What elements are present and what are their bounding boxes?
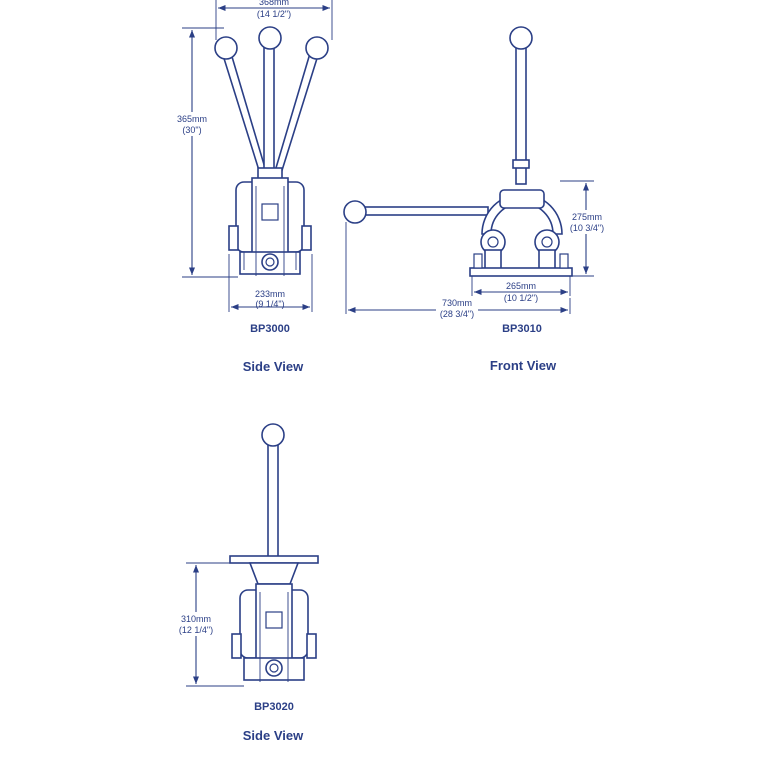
bp3010-pump-body xyxy=(469,189,573,277)
bp3000-width-top-mm: 368mm xyxy=(259,0,289,7)
bp3010-model-label: BP3010 xyxy=(502,323,542,335)
bp3000-width-top-dimension: 368mm (14 1/2") xyxy=(215,0,333,40)
bp3020-model-label: BP3020 xyxy=(254,701,294,713)
bp3020-pump-body xyxy=(231,583,317,682)
bp3000-width-base-mm: 233mm xyxy=(255,289,285,299)
bp3000-left-knob xyxy=(214,36,238,60)
bp3000-drawing: 368mm (14 1/2") xyxy=(174,0,333,374)
bp3000-view-label: Side View xyxy=(243,359,304,374)
bp3020-deck-plate xyxy=(229,555,319,585)
bp3020-height-dimension: 310mm (12 1/4") xyxy=(176,562,244,687)
bp3010-overall-width-dimension: 730mm (28 3/4") xyxy=(345,222,571,320)
bp3000-height-in: (30") xyxy=(182,125,201,135)
bp3000-height-mm: 365mm xyxy=(177,114,207,124)
bp3010-drawing: 275mm (10 3/4") 265mm (10 1/2") 730mm (2… xyxy=(343,26,604,373)
bp3020-drawing: 310mm (12 1/4") BP3020 Side View xyxy=(176,423,319,743)
bp3000-height-dimension: 365mm (30") xyxy=(174,27,238,278)
bp3000-right-knob xyxy=(305,36,329,60)
bp3000-width-base-in: (9 1/4") xyxy=(255,299,284,309)
bp3020-top-knob xyxy=(261,423,285,447)
bp3010-height-dimension: 275mm (10 3/4") xyxy=(560,180,604,277)
bp3010-top-knob xyxy=(509,26,533,50)
bp3010-base-width-mm: 265mm xyxy=(506,281,536,291)
bp3010-height-mm: 275mm xyxy=(572,212,602,222)
bp3020-view-label: Side View xyxy=(243,728,304,743)
bp3000-model-label: BP3000 xyxy=(250,323,290,335)
bp3010-base-width-in: (10 1/2") xyxy=(504,293,538,303)
bp3010-overall-width-in: (28 3/4") xyxy=(440,309,474,319)
bp3010-overall-width-mm: 730mm xyxy=(442,298,472,308)
bp3010-vertical-handle xyxy=(509,26,533,185)
bp3010-horizontal-handle xyxy=(343,200,489,224)
bp3000-width-top-in: (14 1/2") xyxy=(257,9,291,19)
bp3020-height-in: (12 1/4") xyxy=(179,625,213,635)
bp3010-side-knob xyxy=(343,200,367,224)
bp3010-view-label: Front View xyxy=(490,358,557,373)
bp3000-width-base-dimension: 233mm (9 1/4") xyxy=(228,254,313,312)
bp3020-height-mm: 310mm xyxy=(181,614,211,624)
bp3000-handles xyxy=(214,26,329,185)
bp3000-center-knob xyxy=(258,26,282,50)
bp3010-height-in: (10 3/4") xyxy=(570,223,604,233)
bp3000-pump-body xyxy=(228,167,312,276)
bp3020-handle xyxy=(261,423,285,559)
bp3010-base-width-dimension: 265mm (10 1/2") xyxy=(471,276,571,303)
